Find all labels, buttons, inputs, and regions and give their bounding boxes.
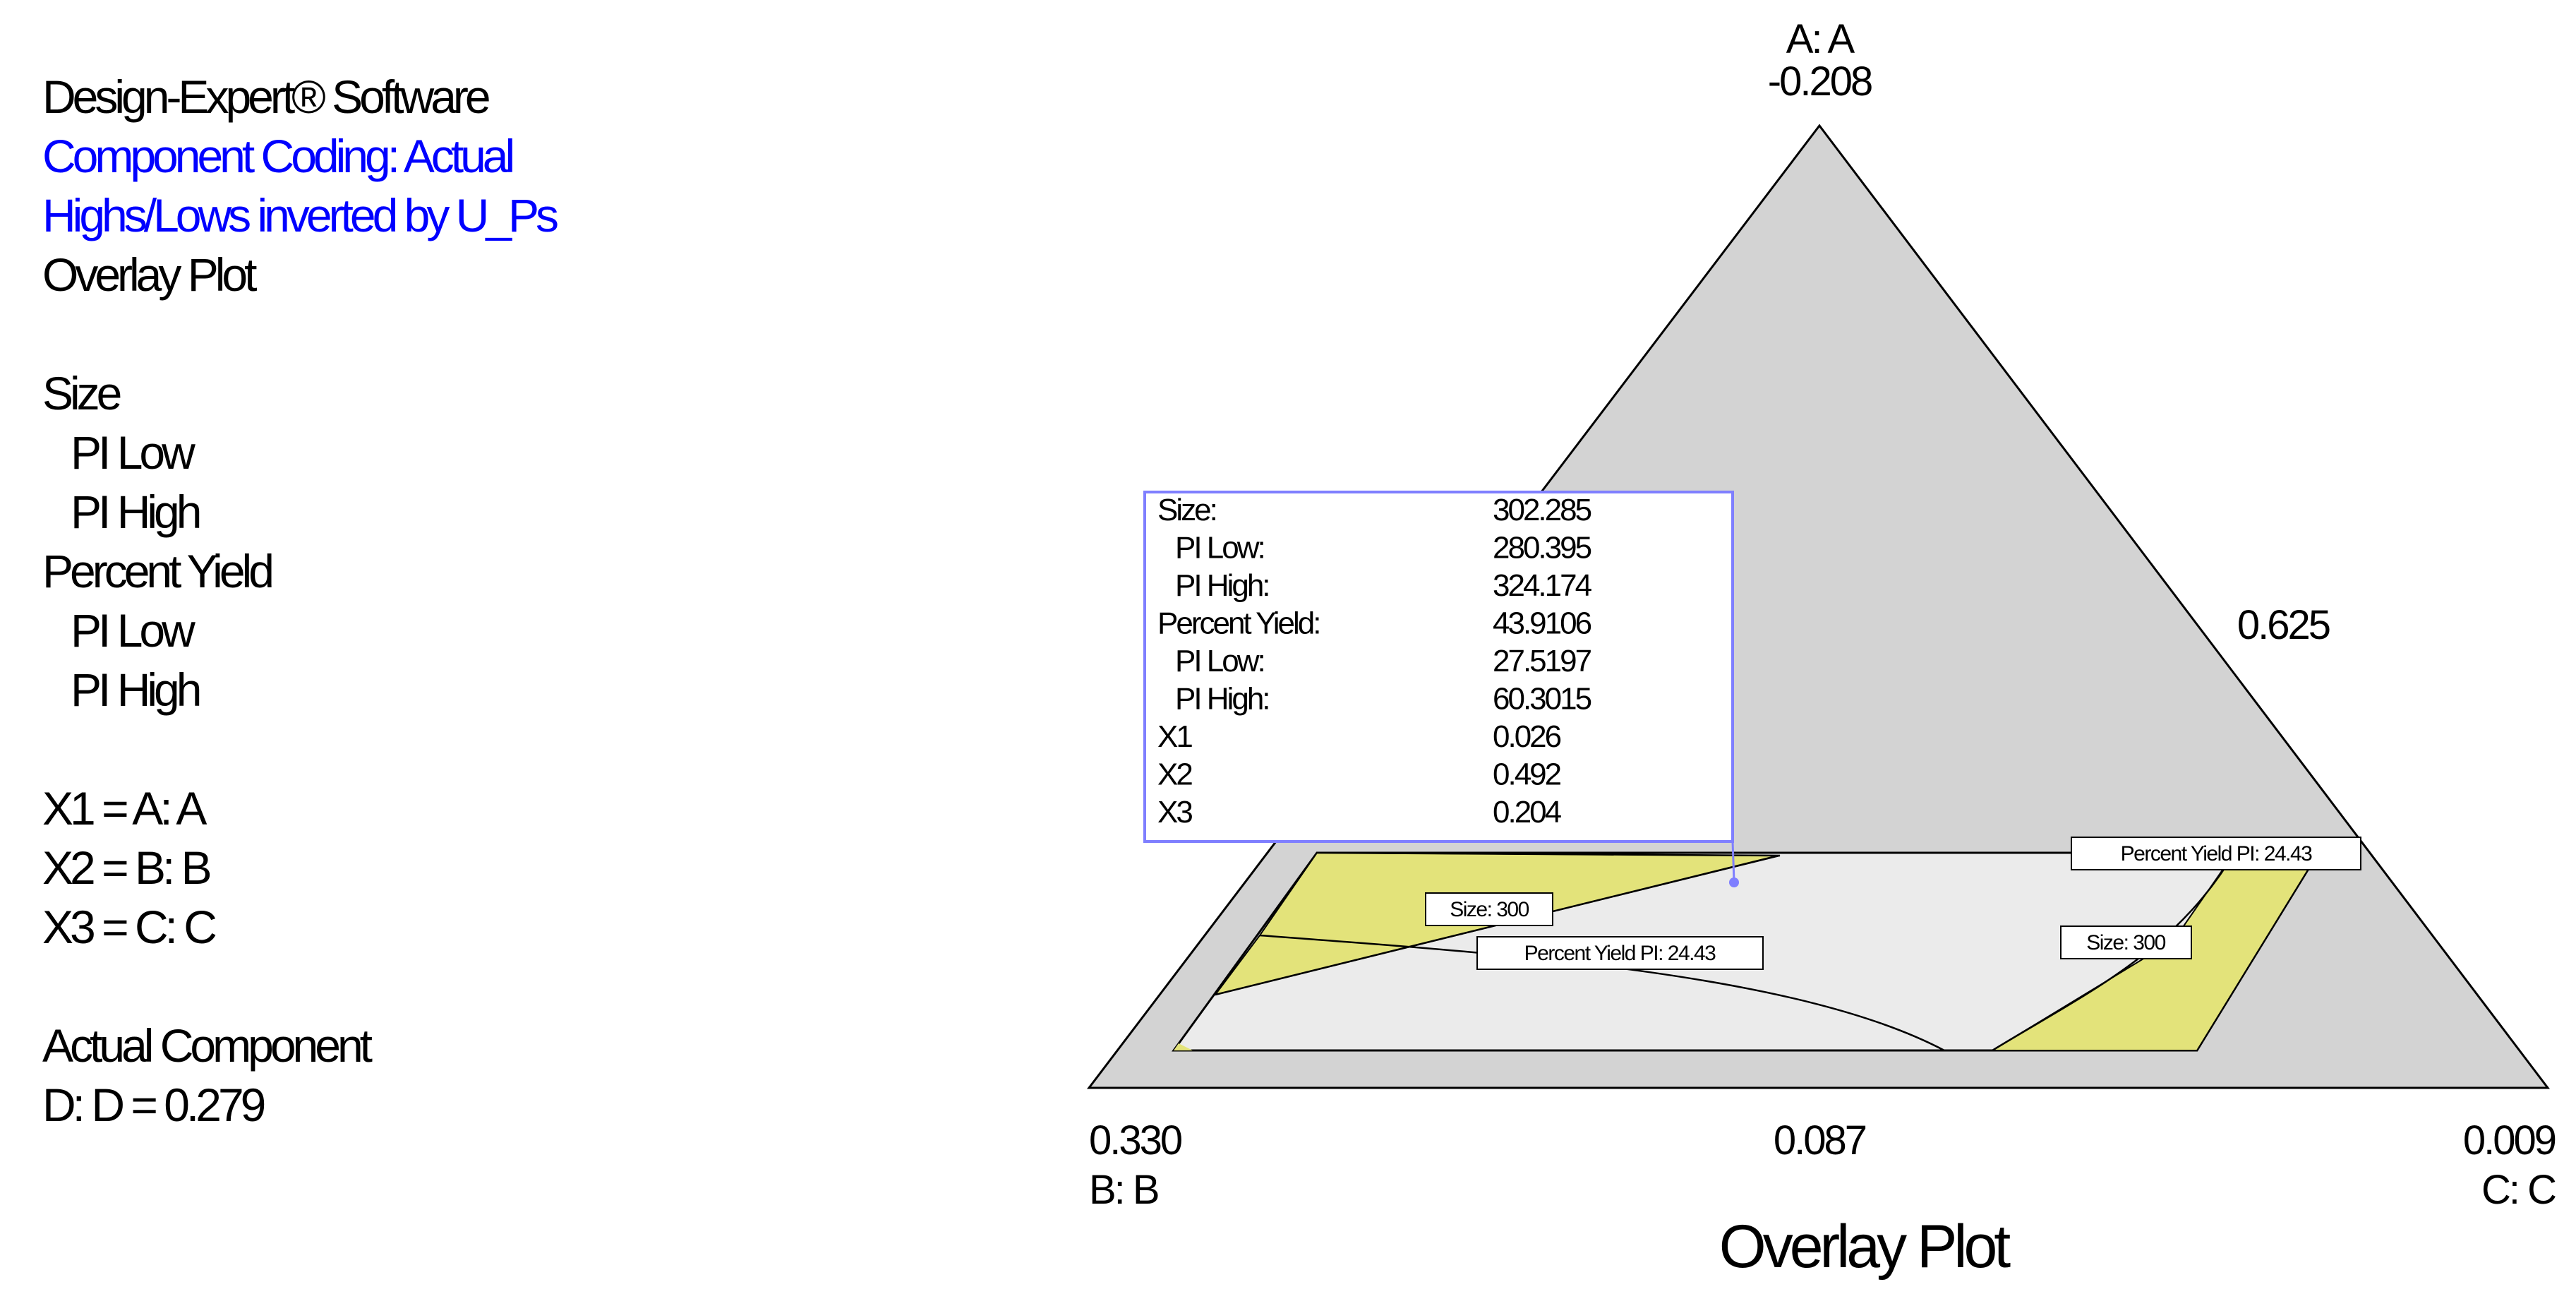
x3-mapping: X3 = C: C [42,901,217,953]
highs-lows-note: Highs/Lows inverted by U_Ps [42,189,559,241]
vertex-top-value: -0.208 [1768,59,1872,104]
flag-row-value: 0.492 [1493,757,1561,792]
vertex-right-name: C: C [2481,1167,2556,1213]
contour-label: Percent Yield PI: 24.43 [2121,842,2313,865]
size-pi-low: PI Low [71,426,195,479]
software-name: Design-Expert® Software [42,71,491,123]
component-coding: Component Coding: Actual [42,130,515,182]
contour-label-group: Size: 300 Percent Yield PI: 24.43 Percen… [1425,837,2361,970]
yield-pi-high: PI High [71,664,202,716]
actual-component-heading: Actual Component [42,1019,373,1072]
flag-row-label: Percent Yield: [1157,606,1320,641]
flag-rows: Size: 302.285 PI Low: 280.395 PI High: 324.17… [1157,493,1594,829]
contour-label-box [1425,892,1553,926]
contour-label-box [2071,837,2361,870]
flag-row-value: 302.285 [1493,493,1591,527]
flag-row-value: 0.204 [1493,795,1562,829]
flag-box[interactable] [1143,491,1734,843]
contour-label-box [1476,936,1764,970]
vertex-right-value: 0.009 [2463,1118,2556,1163]
plot-type: Overlay Plot [42,248,257,301]
x2-mapping: X2 = B: B [42,841,212,894]
legend-panel: Design-Expert® Software Component Coding… [42,67,678,1134]
vertex-left-value: 0.330 [1089,1118,1181,1163]
left-yellow-corner [1174,1043,1193,1050]
flag-row-label: Size: [1157,493,1216,527]
yield-pi-low: PI Low [71,604,195,657]
flag-row-label: PI High: [1175,682,1269,717]
vertex-top-name: A: A [1786,16,1855,62]
flag-row-value: 280.395 [1493,531,1591,565]
size-pi-high: PI High [71,486,202,538]
flag-row-label: X3 [1157,795,1192,829]
flag-row-label: PI Low: [1175,531,1264,565]
flag-row-label: PI Low: [1175,644,1264,678]
contour-label: Size: 300 [2086,931,2165,954]
flag-row-value: 0.026 [1493,719,1561,754]
flag-pointer-line [1731,841,1735,882]
flag-row-value: 324.174 [1493,568,1592,603]
flag-row-value: 27.5197 [1493,644,1591,678]
flag-row-label: X2 [1157,757,1192,792]
flag-row-label: PI High: [1175,568,1269,603]
flag-row-value: 60.3015 [1493,682,1591,717]
vertex-left-name: B: B [1089,1167,1158,1213]
yield-heading: Percent Yield [42,545,275,597]
bottom-edge-tick-label: 0.087 [1774,1118,1866,1163]
d-component-value: D: D = 0.279 [42,1079,266,1131]
right-edge-tick-label: 0.625 [2237,602,2330,648]
contour-label: Size: 300 [1450,898,1529,921]
flag-row-value: 43.9106 [1493,606,1591,641]
contour-label-box [2060,925,2192,959]
contour-label: Percent Yield PI: 24.43 [1524,942,1716,965]
yield-contour-left [1259,934,1945,1052]
flag-point[interactable] [1729,877,1739,887]
size-heading: Size [42,367,122,419]
chart-title: Overlay Plot [1719,1213,2011,1281]
size-contour-right [1992,852,2236,1052]
x1-mapping: X1 = A: A [42,782,207,834]
flag-row-label: X1 [1157,719,1192,754]
